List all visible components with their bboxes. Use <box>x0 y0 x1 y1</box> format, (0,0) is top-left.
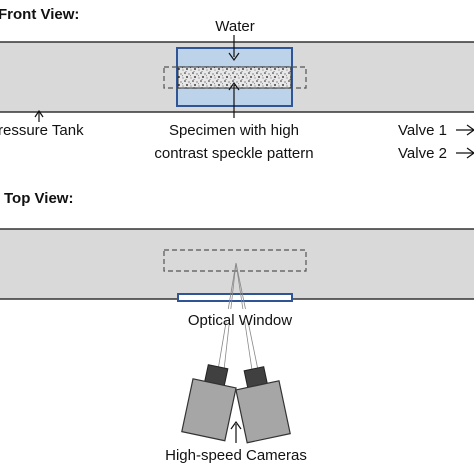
right-high-speed-camera <box>235 366 291 444</box>
front-view-heading: Front View: <box>0 6 79 23</box>
valve1-label: Valve 1 <box>398 122 447 139</box>
cameras-arrowhead <box>230 420 242 430</box>
optical-window <box>177 293 293 302</box>
pressure-tank-top <box>0 228 474 300</box>
water-arrowhead <box>228 52 240 62</box>
speckle-specimen <box>177 66 292 89</box>
left-camera-body <box>181 378 237 442</box>
optical-window-label: Optical Window <box>188 312 292 329</box>
right-camera-body <box>235 380 291 444</box>
pressure-tank-label: ressure Tank <box>0 122 84 139</box>
valve1-arrowhead <box>466 124 474 136</box>
left-high-speed-camera <box>181 364 237 442</box>
specimen-label-line2: contrast speckle pattern <box>154 145 313 162</box>
valve2-arrowhead <box>466 147 474 159</box>
cameras-label: High-speed Cameras <box>165 447 307 464</box>
specimen-label-line1: Specimen with high <box>169 122 299 139</box>
optical-window-label-bg <box>209 309 264 321</box>
valve2-label: Valve 2 <box>398 145 447 162</box>
top-view-heading: Top View: <box>4 190 73 207</box>
water-label: Water <box>215 18 254 35</box>
tank-arrowhead <box>34 109 44 118</box>
specimen-arrowhead <box>228 81 240 91</box>
